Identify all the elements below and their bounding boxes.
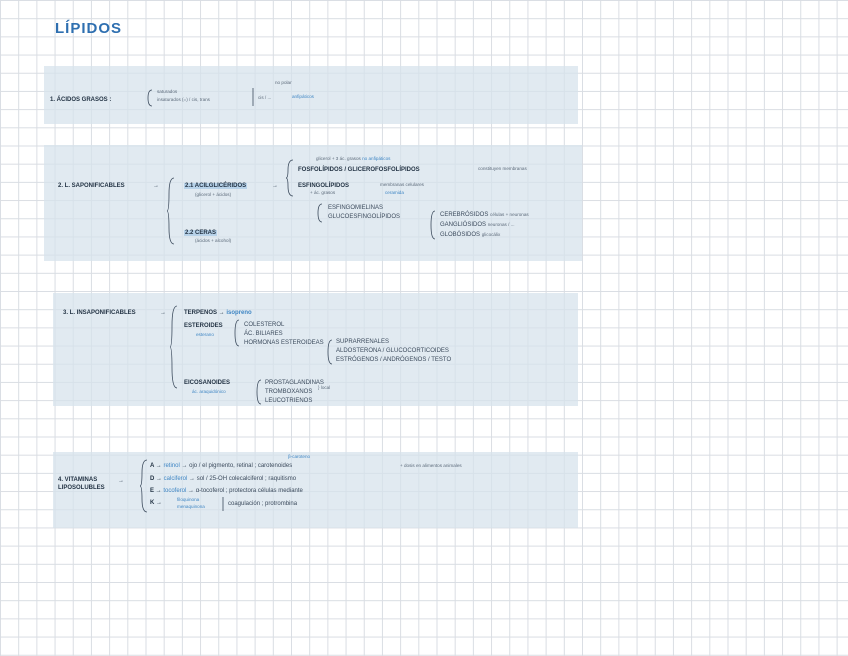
esfingo-brace: [317, 203, 323, 223]
insaponificables-arrow: →: [160, 310, 166, 316]
vitamina-e: E → tocoferol → α-tocoferol ; protectora…: [150, 488, 303, 494]
fosfolipidos-note: constituyen membranas: [478, 166, 527, 171]
hormona-3: ESTRÓGENOS / ANDRÓGENOS / TESTO: [336, 357, 452, 363]
globosidos-label: GLOBÓSIDOS glicocálix: [440, 232, 501, 238]
esteroides-blue: esterano: [196, 332, 214, 337]
vitaminas-label: 4. VITAMINAS LIPOSOLUBLES: [58, 477, 105, 491]
acidos-label: 1. ÁCIDOS GRASOS :: [50, 97, 112, 103]
acil-arrow: →: [272, 183, 278, 189]
acidos-brace: [147, 89, 153, 107]
hormonas-brace: [327, 339, 333, 365]
vitamina-k-blue1: filoquinona: [177, 497, 200, 502]
acidos-blue: anfipáticos: [292, 94, 314, 99]
acidos-sub1: saturados: [157, 89, 178, 94]
acidos-divider: [252, 88, 254, 106]
prostaglandinas-label: PROSTAGLANDINAS: [265, 380, 324, 386]
esfingolipidos-label: ESFINGOLÍPIDOS: [298, 183, 350, 189]
esteroides-label: ESTEROIDES: [184, 323, 223, 329]
vitamina-k-divider: [222, 497, 224, 511]
section-band-acidos-grasos: [44, 66, 578, 124]
esfingolipidos-note: membranas celulares: [380, 182, 424, 187]
gangliosidos-label: GANGLIÓSIDOS neuronas / ...: [440, 222, 515, 228]
esteroides-brace: [234, 319, 240, 347]
glucoesfingolipidos-label: GLUCOESFINGOLÍPIDOS: [328, 214, 401, 220]
terpenos-label: TERPENOS → isopreno: [184, 310, 252, 316]
vitamina-k-blue2: menaquinona: [177, 504, 205, 509]
saponificables-brace: [166, 177, 175, 245]
vitamina-d: D → calciferol → sol / 25-OH colecalcife…: [150, 476, 297, 482]
ceras-label: 2.2 CERAS: [184, 230, 218, 236]
vitaminas-brace: [139, 459, 148, 513]
gluco-brace: [430, 210, 436, 240]
esfingomielinas-label: ESFINGOMIELINAS: [328, 205, 384, 211]
esfingolipidos-sub: + ác. grasos: [310, 190, 336, 195]
acidos-right1: no polar: [275, 80, 292, 85]
hormona-1: SUPRARRENALES: [336, 339, 390, 345]
tromboxanos-label: TROMBOXANOS: [265, 389, 313, 395]
eicosanoides-brace: [256, 379, 262, 405]
page-title: LÍPIDOS: [55, 20, 123, 37]
leucotrienos-label: LEUCOTRIENOS: [265, 398, 313, 404]
insaponificables-brace: [169, 305, 178, 389]
hormona-2: ALDOSTERONA / GLUCOCORTICOIDES: [336, 348, 449, 354]
ceras-sub: (ácidos + alcohol): [195, 238, 232, 243]
vitamina-k-text: coagulación ; protrombina: [228, 501, 298, 507]
saponificables-arrow: →: [153, 183, 159, 189]
acilgliceridos-label: 2.1 ACILGLICÉRIDOS: [184, 183, 248, 189]
section-band-saponificables: [44, 145, 582, 261]
eicosanoides-blue: ác. araquidónico: [192, 389, 226, 394]
vitamina-a-right: + dosis en alimentos animales: [400, 463, 462, 468]
esfingolipidos-blue: ceramida: [385, 190, 404, 195]
section-band-vitaminas: [53, 452, 578, 528]
acil-top-note: glicerol + 3 ác. grasos no anfipáticos: [316, 156, 391, 161]
eicosanoides-label: EICOSANOIDES: [184, 380, 231, 386]
vitamina-a: A → retinol → ojo / el pigmento, retinal…: [150, 463, 293, 469]
saponificables-label: 2. L. SAPONIFICABLES: [58, 183, 125, 189]
acidos-right2: cis / ...: [258, 95, 272, 100]
hormonas-label: HORMONAS ESTEROIDEAS: [244, 340, 324, 346]
fosfolipidos-label: FOSFOLÍPIDOS / GLICEROFOSFOLÍPIDOS: [298, 167, 420, 173]
acil-brace: [285, 159, 294, 197]
eicosanoides-note: } local: [318, 385, 331, 390]
acidos-sub2: insaturados (=) / cis, trans: [157, 97, 210, 102]
colesterol-label: COLESTEROL: [244, 322, 285, 328]
insaponificables-label: 3. L. INSAPONIFICABLES: [63, 310, 136, 316]
vitaminas-arrow: →: [118, 478, 124, 484]
acilgliceridos-sub: (glicerol + ácidos): [195, 192, 232, 197]
section-band-insaponificables: [53, 293, 578, 406]
cerebrosidos-label: CEREBRÓSIDOS células + neuronas: [440, 212, 529, 218]
ac-biliares-label: ÁC. BILIARES: [244, 331, 283, 337]
vitamina-k: K →: [150, 500, 162, 506]
vitamina-a-top: β-caroteno: [288, 454, 311, 459]
